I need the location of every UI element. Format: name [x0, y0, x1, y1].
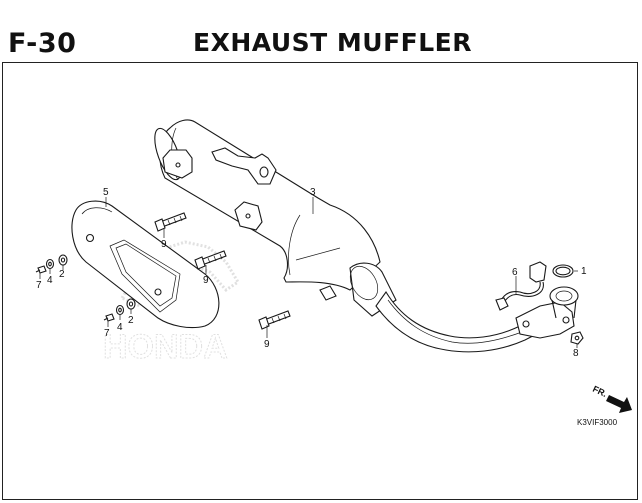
front-arrow-icon [606, 395, 632, 413]
collar-2-lower [126, 298, 136, 310]
callout-4-lower: 4 [117, 322, 123, 333]
callout-9-middle: 9 [203, 275, 209, 286]
oxygen-sensor [495, 261, 547, 311]
diagram-code: K3VIF3000 [577, 418, 618, 427]
screw-7-lower [103, 313, 115, 322]
screw-7-upper [35, 265, 47, 274]
bolt-9-middle [194, 250, 227, 270]
bolt-9-lower [258, 310, 291, 330]
front-label: FR. [591, 384, 608, 399]
washer-4-lower [115, 304, 125, 316]
callout-6: 6 [512, 267, 518, 278]
callout-1: 1 [581, 266, 587, 277]
bolt-9-upper [154, 212, 187, 232]
callout-8: 8 [573, 348, 579, 359]
callout-2-lower: 2 [128, 315, 134, 326]
callout-7-lower: 7 [104, 328, 110, 339]
callout-5: 5 [103, 187, 109, 198]
watermark-text: HONDA [103, 328, 228, 366]
callout-9-upper: 9 [161, 239, 167, 250]
muffler-protector [71, 200, 220, 329]
figure-code: F-30 [8, 28, 77, 59]
muffler-body [154, 119, 397, 317]
callout-3: 3 [310, 187, 316, 198]
washer-4-upper [45, 258, 55, 270]
callout-9-lower: 9 [264, 339, 270, 350]
nut-8 [570, 331, 584, 345]
callout-2-upper: 2 [59, 269, 65, 280]
front-arrow: FR. [591, 384, 632, 413]
gasket-1 [552, 264, 574, 278]
page-title: EXHAUST MUFFLER [193, 28, 473, 57]
callout-4-upper: 4 [47, 275, 53, 286]
callout-7-upper: 7 [36, 280, 42, 291]
leader-lines [39, 197, 578, 348]
part-callouts: 1 2 2 3 4 4 5 6 7 7 8 9 9 9 [36, 187, 587, 359]
honda-watermark: HONDA [103, 240, 241, 367]
collar-2-upper [58, 254, 68, 266]
exhaust-pipe [375, 286, 579, 353]
